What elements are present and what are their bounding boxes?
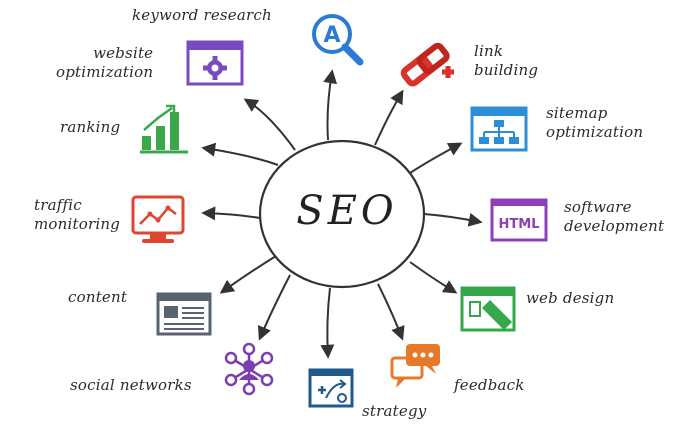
topic-label-feedback: feedback — [454, 376, 525, 394]
arrow-keyword-research — [323, 69, 338, 141]
topic-label-link-building: link building — [474, 42, 539, 79]
arrow-feedback — [377, 283, 405, 341]
arrow-strategy — [320, 287, 335, 359]
arrow-ranking — [201, 142, 279, 166]
arrow-social-networks — [257, 274, 291, 341]
speech-bubbles-icon — [390, 344, 440, 388]
arrow-software-development — [423, 212, 483, 227]
topic-label-content: content — [68, 288, 128, 306]
content-page-icon — [156, 292, 212, 336]
topic-label-software-development: software development — [564, 198, 665, 235]
topic-label-website-optimization: website optimization — [56, 44, 154, 81]
topic-label-traffic-monitoring: traffic monitoring — [34, 196, 121, 233]
arrow-website-optimization — [243, 98, 296, 151]
network-people-icon — [224, 342, 274, 396]
arrow-link-building — [374, 89, 404, 146]
topic-label-web-design: web design — [526, 289, 615, 307]
strategy-board-icon — [308, 368, 354, 408]
monitor-chart-icon — [131, 195, 185, 243]
magnifier-a-icon: A — [312, 14, 364, 66]
arrow-traffic-monitoring — [201, 206, 261, 221]
center-label: SEO — [296, 188, 398, 234]
topic-label-ranking: ranking — [60, 118, 121, 136]
topic-label-sitemap-optimization: sitemap optimization — [546, 104, 644, 141]
topic-label-strategy: strategy — [362, 402, 427, 420]
topic-label-social-networks: social networks — [70, 376, 192, 394]
html-icon-text: HTML — [499, 217, 540, 232]
arrow-content — [219, 255, 277, 294]
html-icon: HTML — [490, 198, 548, 242]
arrow-sitemap-optimization — [409, 142, 463, 174]
arrow-web-design — [409, 261, 458, 294]
topic-label-keyword-research: keyword research — [132, 6, 272, 24]
chain-link-icon — [400, 42, 454, 87]
sitemap-icon — [470, 106, 528, 152]
web-design-icon — [460, 286, 516, 332]
bar-chart-icon — [140, 104, 188, 154]
svg-text:A: A — [323, 23, 340, 48]
browser-gear-icon — [186, 40, 244, 86]
